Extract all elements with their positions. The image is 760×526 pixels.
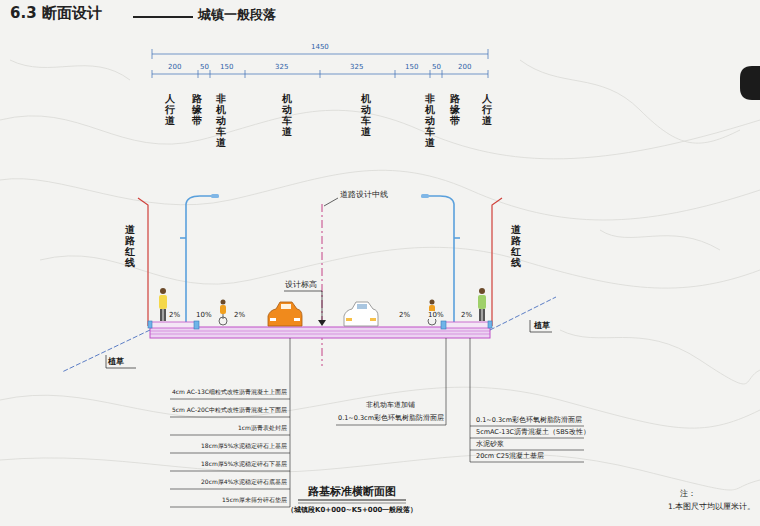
grass-label: 植草 bbox=[534, 321, 550, 330]
lane-name: 机动车道 bbox=[361, 93, 371, 137]
pavement bbox=[148, 321, 492, 338]
layer-note: 非机动车道加铺 bbox=[366, 402, 415, 409]
layer-leaders-mid bbox=[336, 338, 446, 425]
dimension: 325 bbox=[275, 63, 288, 71]
street-lights bbox=[180, 196, 460, 322]
slope-label: 2% bbox=[460, 311, 473, 319]
subtitle: 城镇一般段落 bbox=[198, 8, 276, 23]
pedestrians bbox=[159, 288, 486, 321]
lamp-heads bbox=[211, 194, 429, 198]
lane-name: 非机动车道 bbox=[425, 93, 435, 148]
dimension: 1450 bbox=[311, 43, 329, 51]
layer-note: 4cm AC-13C细粒式改性沥青混凝土上面层 bbox=[172, 389, 287, 396]
slope-label: 2% bbox=[398, 311, 411, 319]
elevation-mark bbox=[318, 320, 326, 326]
layer-note: 15cm厚未筛分碎石垫层 bbox=[222, 497, 287, 504]
drawing-caption: 路基标准横断面图 bbox=[308, 485, 396, 497]
layer-note: 5cm AC-20C中粒式改性沥青混凝土下面层 bbox=[172, 407, 287, 414]
lane-name: 非机动车道 bbox=[216, 93, 226, 148]
cars bbox=[268, 302, 378, 326]
elevation-label: 设计标高 bbox=[284, 280, 318, 289]
lane-name: 人行道 bbox=[482, 93, 492, 126]
layer-note: 18cm厚5%水泥稳定碎石上基层 bbox=[201, 443, 287, 450]
layer-note: 水泥砂浆 bbox=[476, 441, 504, 448]
elevation-leader bbox=[284, 291, 322, 292]
grass-leaders bbox=[106, 320, 552, 368]
lane-name: 人行道 bbox=[165, 93, 175, 126]
layer-note: 20cm C25混凝土基层 bbox=[476, 453, 544, 460]
center-line bbox=[322, 204, 323, 366]
layer-note: 5cmAC-13C沥青混凝土（SBS改性） bbox=[476, 429, 590, 436]
slope-label: 2% bbox=[168, 311, 181, 319]
note-text: 1.本图尺寸均以厘米计。 bbox=[668, 503, 755, 512]
slope-label: 10% bbox=[195, 311, 213, 319]
layer-leaders-left bbox=[170, 338, 290, 507]
layer-leaders-right bbox=[470, 338, 584, 462]
slope-label: 10% bbox=[427, 311, 445, 319]
dimension: 200 bbox=[458, 63, 471, 71]
dimension-lines bbox=[152, 49, 488, 78]
caption-underline bbox=[298, 503, 406, 504]
centerline-label: 道路设计中线 bbox=[340, 190, 388, 199]
elevation-leader bbox=[322, 291, 323, 320]
lane-name: 机动车道 bbox=[282, 93, 292, 137]
lane-name: 路缘带 bbox=[450, 93, 460, 126]
caption-underline bbox=[298, 499, 406, 500]
slope-label: 2% bbox=[233, 311, 246, 319]
lane-name: 路缘带 bbox=[192, 93, 202, 126]
red-lines bbox=[138, 198, 502, 326]
contour-lines bbox=[0, 60, 760, 490]
page-title: 6.3 断面设计 bbox=[10, 5, 102, 22]
centerline-leader bbox=[324, 198, 338, 206]
layer-note: 20cm厚4%水泥稳定碎石底基层 bbox=[201, 479, 287, 486]
dimension: 200 bbox=[168, 63, 181, 71]
layer-note: 0.1~0.3cm彩色环氧树脂防滑面层 bbox=[476, 417, 582, 424]
dimension: 150 bbox=[220, 63, 233, 71]
layer-note: 18cm厚5%水泥稳定碎石下基层 bbox=[201, 461, 287, 468]
caption-range: （城镇段K0+000~K5+000一般段落） bbox=[287, 506, 417, 514]
dimension: 150 bbox=[405, 63, 418, 71]
side-slopes bbox=[62, 297, 556, 372]
layer-note: 1cm沥青表处封层 bbox=[238, 425, 287, 432]
dimension: 50 bbox=[200, 63, 209, 71]
title-rule bbox=[133, 16, 193, 18]
layer-note: 0.1~0.3cm彩色环氧树脂防滑面层 bbox=[338, 415, 444, 422]
dimension: 325 bbox=[350, 63, 363, 71]
cyclists bbox=[219, 309, 436, 325]
page-tab bbox=[740, 66, 760, 100]
dimension: 50 bbox=[432, 63, 441, 71]
red-line-label: 道路红线 bbox=[125, 224, 135, 268]
note-head: 注： bbox=[680, 490, 696, 499]
red-line-label: 道路红线 bbox=[511, 224, 521, 268]
grass-label: 植草 bbox=[108, 357, 124, 366]
